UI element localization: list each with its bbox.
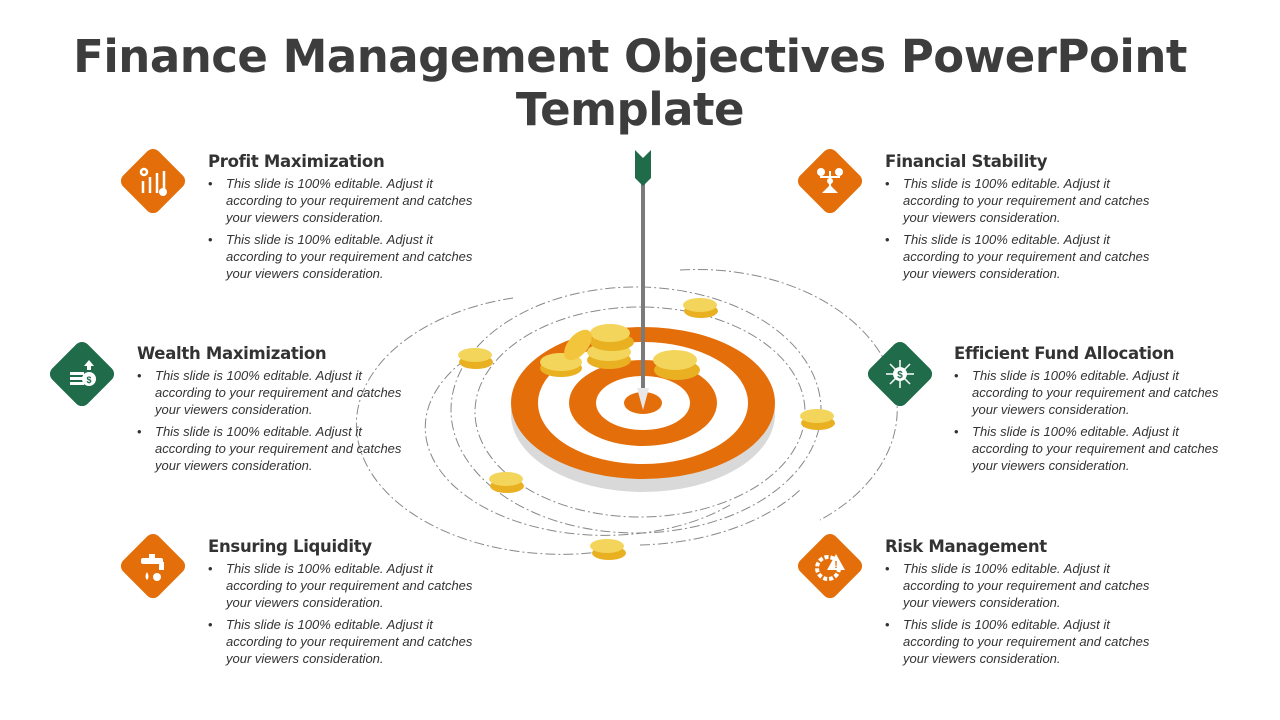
bullet-item: This slide is 100% editable. Adjust it a…	[208, 560, 476, 611]
objective-profit-maximization: Profit MaximizationThis slide is 100% ed…	[208, 152, 498, 287]
svg-text:!: !	[834, 560, 837, 571]
objective-heading: Wealth Maximization	[137, 344, 327, 363]
balance-scale-icon	[817, 168, 843, 193]
bullet-item: This slide is 100% editable. Adjust it a…	[208, 231, 476, 282]
bullet-item: This slide is 100% editable. Adjust it a…	[954, 423, 1222, 474]
objective-efficient-fund-allocation: Efficient Fund AllocationThis slide is 1…	[954, 344, 1244, 479]
bullet-list: This slide is 100% editable. Adjust it a…	[208, 560, 498, 667]
bullet-item: This slide is 100% editable. Adjust it a…	[885, 616, 1153, 667]
objective-heading: Financial Stability	[885, 152, 1048, 171]
bullet-item: This slide is 100% editable. Adjust it a…	[885, 175, 1153, 226]
bullet-list: This slide is 100% editable. Adjust it a…	[885, 560, 1175, 667]
risk-gear-icon: !	[815, 554, 845, 581]
bullet-item: This slide is 100% editable. Adjust it a…	[137, 423, 405, 474]
bullet-item: This slide is 100% editable. Adjust it a…	[954, 367, 1222, 418]
objective-risk-management: Risk ManagementThis slide is 100% editab…	[885, 537, 1175, 672]
svg-text:$: $	[86, 375, 91, 385]
objective-wealth-maximization: Wealth MaximizationThis slide is 100% ed…	[137, 344, 427, 479]
objective-ensuring-liquidity: Ensuring LiquidityThis slide is 100% edi…	[208, 537, 498, 672]
bullet-list: This slide is 100% editable. Adjust it a…	[885, 175, 1175, 282]
profit-chart-icon	[139, 167, 167, 196]
bullet-item: This slide is 100% editable. Adjust it a…	[137, 367, 405, 418]
slide-title: Finance Management Objectives PowerPoint…	[73, 30, 1187, 136]
bullet-item: This slide is 100% editable. Adjust it a…	[208, 616, 476, 667]
objective-heading: Ensuring Liquidity	[208, 537, 372, 556]
objective-heading: Risk Management	[885, 537, 1047, 556]
coins	[458, 298, 835, 560]
objective-heading: Profit Maximization	[208, 152, 385, 171]
bullet-item: This slide is 100% editable. Adjust it a…	[885, 560, 1153, 611]
bullet-list: This slide is 100% editable. Adjust it a…	[208, 175, 498, 282]
arrow-icon	[635, 150, 651, 410]
objective-financial-stability: Financial StabilityThis slide is 100% ed…	[885, 152, 1175, 287]
money-growth-icon: $	[70, 360, 96, 386]
bullet-item: This slide is 100% editable. Adjust it a…	[885, 231, 1153, 282]
bullet-list: This slide is 100% editable. Adjust it a…	[954, 367, 1244, 474]
objective-heading: Efficient Fund Allocation	[954, 344, 1175, 363]
bullet-list: This slide is 100% editable. Adjust it a…	[137, 367, 427, 474]
faucet-money-icon	[141, 554, 164, 581]
svg-text:$: $	[897, 370, 903, 381]
fund-network-icon: $	[886, 360, 914, 388]
bullet-item: This slide is 100% editable. Adjust it a…	[208, 175, 476, 226]
